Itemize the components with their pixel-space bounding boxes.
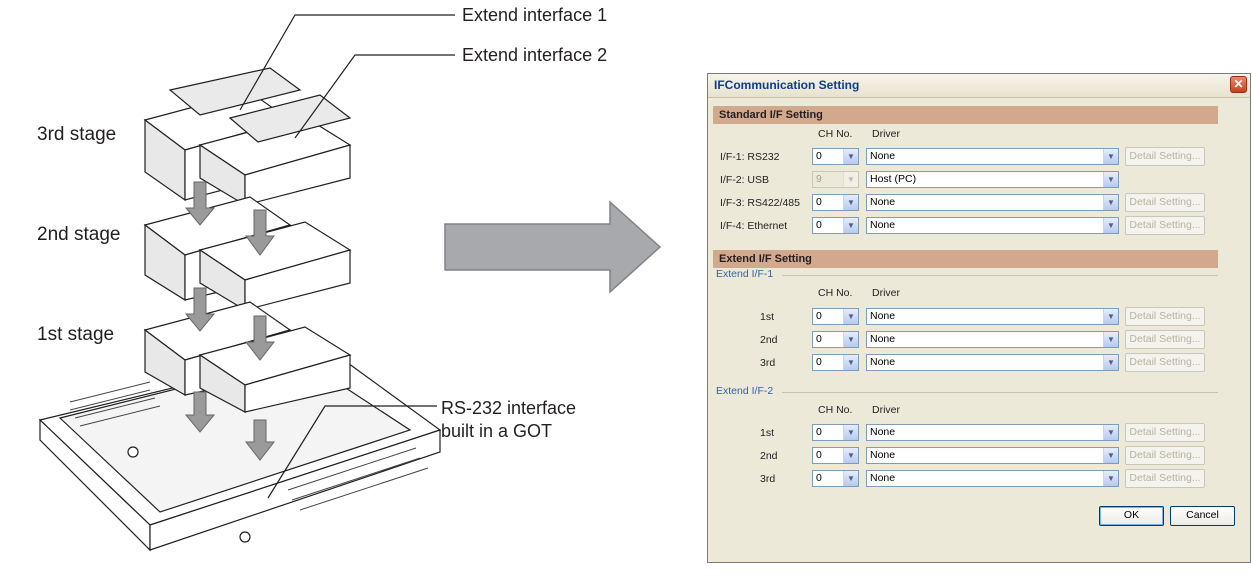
if3-ch-select[interactable]: 0▼ xyxy=(812,194,859,211)
extend2-3rd-label: 3rd xyxy=(760,473,776,485)
extend1-2nd-driver-select[interactable]: None▼ xyxy=(866,331,1119,348)
if4-detail-setting-button[interactable]: Detail Setting... xyxy=(1125,216,1205,235)
extend1-2nd-label: 2nd xyxy=(760,334,778,346)
stage-label-1st: 1st stage xyxy=(37,324,115,345)
got-unit-drawing xyxy=(38,14,455,552)
extend2-col-driver: Driver xyxy=(872,404,900,416)
if2-label: I/F-2: USB xyxy=(720,174,770,186)
dialog-titlebar[interactable]: IFCommunication Setting ✕ xyxy=(708,74,1250,98)
extend2-2nd-label: 2nd xyxy=(760,450,778,462)
stacking-arrows xyxy=(184,181,276,461)
chevron-down-icon: ▼ xyxy=(1103,471,1118,486)
cancel-button[interactable]: Cancel xyxy=(1170,506,1235,526)
chevron-down-icon: ▼ xyxy=(1103,448,1118,463)
chevron-down-icon: ▼ xyxy=(843,425,858,440)
if1-driver-select[interactable]: None▼ xyxy=(866,148,1119,165)
leader-lines xyxy=(239,14,455,499)
got-expansion-illustration: Extend interface 1 Extend interface 2 RS… xyxy=(37,5,608,552)
chevron-down-icon: ▼ xyxy=(843,448,858,463)
chevron-down-icon: ▼ xyxy=(1103,172,1118,187)
if3-label: I/F-3: RS422/485 xyxy=(720,197,800,209)
extend2-2nd-detail-setting-button[interactable]: Detail Setting... xyxy=(1125,446,1205,465)
extend1-1st-label: 1st xyxy=(760,311,775,323)
chevron-down-icon: ▼ xyxy=(843,172,858,187)
extend2-1st-driver-select[interactable]: None▼ xyxy=(866,424,1119,441)
chevron-down-icon: ▼ xyxy=(1103,195,1118,210)
group-divider xyxy=(782,392,1218,393)
callout-extend-interface-2: Extend interface 2 xyxy=(462,45,608,65)
callout-rs232-line2: built in a GOT xyxy=(441,421,553,441)
extend1-2nd-detail-setting-button[interactable]: Detail Setting... xyxy=(1125,330,1205,349)
extend1-3rd-label: 3rd xyxy=(760,357,776,369)
extend-if2-group-title: Extend I/F-2 xyxy=(716,385,774,397)
extend1-col-driver: Driver xyxy=(872,287,900,299)
chevron-down-icon: ▼ xyxy=(843,149,858,164)
close-button[interactable]: ✕ xyxy=(1230,76,1247,93)
extend1-3rd-detail-setting-button[interactable]: Detail Setting... xyxy=(1125,353,1205,372)
extend2-1st-detail-setting-button[interactable]: Detail Setting... xyxy=(1125,423,1205,442)
dialog-title: IFCommunication Setting xyxy=(714,78,860,92)
group-divider xyxy=(782,275,1218,276)
transition-arrow-icon xyxy=(444,200,662,294)
if1-ch-select[interactable]: 0▼ xyxy=(812,148,859,165)
chevron-down-icon: ▼ xyxy=(843,332,858,347)
extend2-2nd-driver-select[interactable]: None▼ xyxy=(866,447,1119,464)
chevron-down-icon: ▼ xyxy=(843,218,858,233)
if4-ch-select[interactable]: 0▼ xyxy=(812,217,859,234)
got-base-unit xyxy=(38,349,442,552)
close-icon: ✕ xyxy=(1233,77,1244,91)
extend1-3rd-ch-select[interactable]: 0▼ xyxy=(812,354,859,371)
extend1-2nd-ch-select[interactable]: 0▼ xyxy=(812,331,859,348)
callout-extend-interface-1: Extend interface 1 xyxy=(462,5,608,25)
chevron-down-icon: ▼ xyxy=(1103,332,1118,347)
chevron-down-icon: ▼ xyxy=(1103,149,1118,164)
module-stack xyxy=(143,67,352,413)
if3-driver-select[interactable]: None▼ xyxy=(866,194,1119,211)
extend2-2nd-ch-select[interactable]: 0▼ xyxy=(812,447,859,464)
standard-if-header: Standard I/F Setting xyxy=(713,106,1218,124)
extend1-1st-ch-select[interactable]: 0▼ xyxy=(812,308,859,325)
extend2-3rd-detail-setting-button[interactable]: Detail Setting... xyxy=(1125,469,1205,488)
chevron-down-icon: ▼ xyxy=(1103,425,1118,440)
standard-col-driver: Driver xyxy=(872,128,900,140)
extend2-1st-label: 1st xyxy=(760,427,775,439)
extend2-3rd-ch-select[interactable]: 0▼ xyxy=(812,470,859,487)
chevron-down-icon: ▼ xyxy=(1103,309,1118,324)
if3-detail-setting-button[interactable]: Detail Setting... xyxy=(1125,193,1205,212)
ok-button[interactable]: OK xyxy=(1099,506,1164,526)
if4-label: I/F-4: Ethernet xyxy=(720,220,788,232)
extend-if1-group-title: Extend I/F-1 xyxy=(716,268,774,280)
callout-rs232-line1: RS-232 interface xyxy=(441,398,577,418)
if4-driver-select[interactable]: None▼ xyxy=(866,217,1119,234)
extend1-col-ch: CH No. xyxy=(818,287,853,299)
chevron-down-icon: ▼ xyxy=(843,309,858,324)
if1-detail-setting-button[interactable]: Detail Setting... xyxy=(1125,147,1205,166)
if2-ch-select[interactable]: 9▼ xyxy=(812,171,859,188)
extend-if-header: Extend I/F Setting xyxy=(713,250,1218,268)
extend1-1st-detail-setting-button[interactable]: Detail Setting... xyxy=(1125,307,1205,326)
extend1-1st-driver-select[interactable]: None▼ xyxy=(866,308,1119,325)
extend2-1st-ch-select[interactable]: 0▼ xyxy=(812,424,859,441)
chevron-down-icon: ▼ xyxy=(843,195,858,210)
chevron-down-icon: ▼ xyxy=(1103,218,1118,233)
if2-driver-select[interactable]: Host (PC)▼ xyxy=(866,171,1119,188)
chevron-down-icon: ▼ xyxy=(1103,355,1118,370)
stage-label-2nd: 2nd stage xyxy=(37,224,121,245)
standard-col-ch: CH No. xyxy=(818,128,853,140)
ifcommunication-setting-dialog: IFCommunication Setting ✕ Standard I/F S… xyxy=(707,73,1251,563)
chevron-down-icon: ▼ xyxy=(843,471,858,486)
extend2-3rd-driver-select[interactable]: None▼ xyxy=(866,470,1119,487)
chevron-down-icon: ▼ xyxy=(843,355,858,370)
extend2-col-ch: CH No. xyxy=(818,404,853,416)
extend1-3rd-driver-select[interactable]: None▼ xyxy=(866,354,1119,371)
stage-label-3rd: 3rd stage xyxy=(37,124,117,145)
if1-label: I/F-1: RS232 xyxy=(720,151,780,163)
